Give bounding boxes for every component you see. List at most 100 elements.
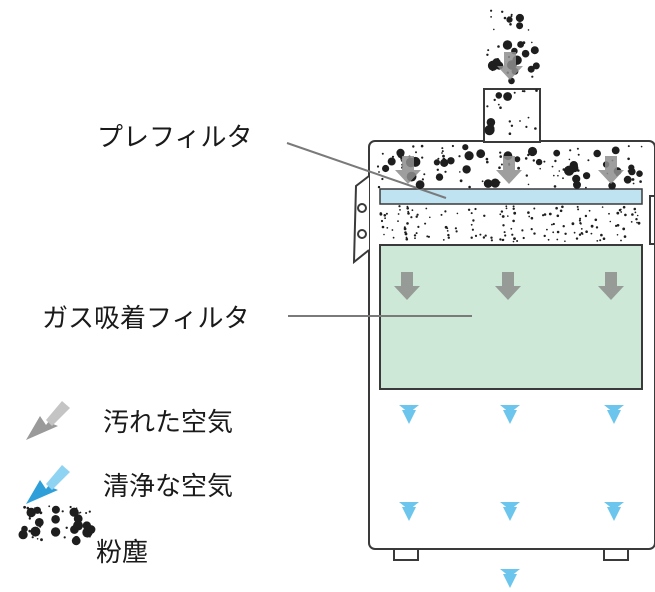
dust-particle [38,520,41,523]
dust-particle [400,157,403,160]
fine-dust-under-prefilter [379,205,641,243]
dust-particle [635,218,638,221]
dust-particle [18,530,28,540]
dust-particle [89,531,93,535]
dust-particle [490,9,493,12]
dust-particle [423,173,426,176]
dust-particle [51,505,60,514]
dust-particle [516,240,519,242]
clean-air-arrow [399,405,419,424]
dust-particle [499,151,502,154]
dust-particle [497,45,500,48]
dust-particle [513,237,516,241]
dust-particle [628,167,636,176]
dust-particle [30,526,41,537]
dust-particle [624,213,627,217]
dust-particle [415,180,425,190]
dust-particle [527,211,530,214]
dust-particle [502,40,513,50]
dust-particle [627,157,630,161]
dust-particle [468,185,471,189]
dust-particle [70,525,79,534]
dust-particle [609,220,612,223]
dust-particle [555,206,558,210]
dust-particle [634,211,637,214]
dust-particle [528,215,531,218]
dust-particle [89,536,91,538]
dust-particle [552,222,555,226]
dust-particle [412,145,415,148]
dust-particle [558,170,561,172]
dust-particle [585,186,587,189]
dust-particle [385,212,388,215]
dirty-air-arrows [394,52,624,300]
dust-particle [444,210,447,213]
dust-particle [507,215,509,217]
dust-particle [411,209,414,212]
dust-particle [28,517,31,520]
dust-particle [510,124,514,128]
dust-particle [391,229,394,231]
dust-particle [501,239,504,242]
dust-particle [503,92,512,101]
clean-air-arrow [500,502,520,521]
clean-air-arrows [399,405,624,588]
dust-particle [442,157,446,161]
dust-particle [499,106,502,109]
dust-particle [595,226,599,229]
dust-particle [499,238,502,241]
dust-particle [583,174,585,177]
dust-particle [491,69,494,72]
dust-particle [470,212,473,215]
dust-particle [391,155,395,158]
dust-particle [507,16,511,20]
dust-particle [498,166,501,169]
dust-particle [632,182,635,185]
dust-particle [420,144,424,148]
dirty-air-arrow [394,272,420,300]
dust-particle [620,211,623,213]
dust-particle [527,146,538,157]
dust-particle [29,516,31,518]
dust-particle [608,212,610,215]
dust-particle [527,183,530,186]
dust-particle [616,234,619,236]
dust-particle [397,213,400,215]
dust-particle [379,212,383,216]
dust-particle [584,214,588,218]
dust-particle [608,182,616,190]
dust-particle [487,124,495,132]
dust-particle [75,507,78,510]
dust-particle [479,233,482,236]
dust-particle [474,207,477,211]
dust-particle [486,105,489,108]
dust-particle [464,151,474,161]
dust-particle [594,218,598,222]
dust-particle [74,526,77,529]
dust-particle [471,228,474,231]
dust-particle [416,160,419,163]
dust-particle [424,222,427,225]
dust-particle [490,239,493,242]
dust-particle [533,207,536,210]
dust-particle [415,151,417,154]
dust-particle [31,536,34,539]
dust-particle [416,213,419,216]
dust-particle [472,219,475,222]
dust-particle [542,214,545,217]
dust-particle [495,92,503,99]
dust-particle [441,147,444,150]
dust-particle [490,236,493,239]
dust-particle [503,16,507,20]
dust-particle [410,216,413,219]
dust-particle [403,227,407,231]
dust-particle [552,231,555,234]
dust-particle [573,231,576,234]
dirty-air-arrow [495,272,521,300]
dust-particle [513,91,516,94]
dirty-air-arrow [598,272,624,300]
dust-particle [384,217,386,220]
dust-particle [639,180,642,183]
dust-particle [455,230,458,233]
dust-particle [34,507,36,509]
